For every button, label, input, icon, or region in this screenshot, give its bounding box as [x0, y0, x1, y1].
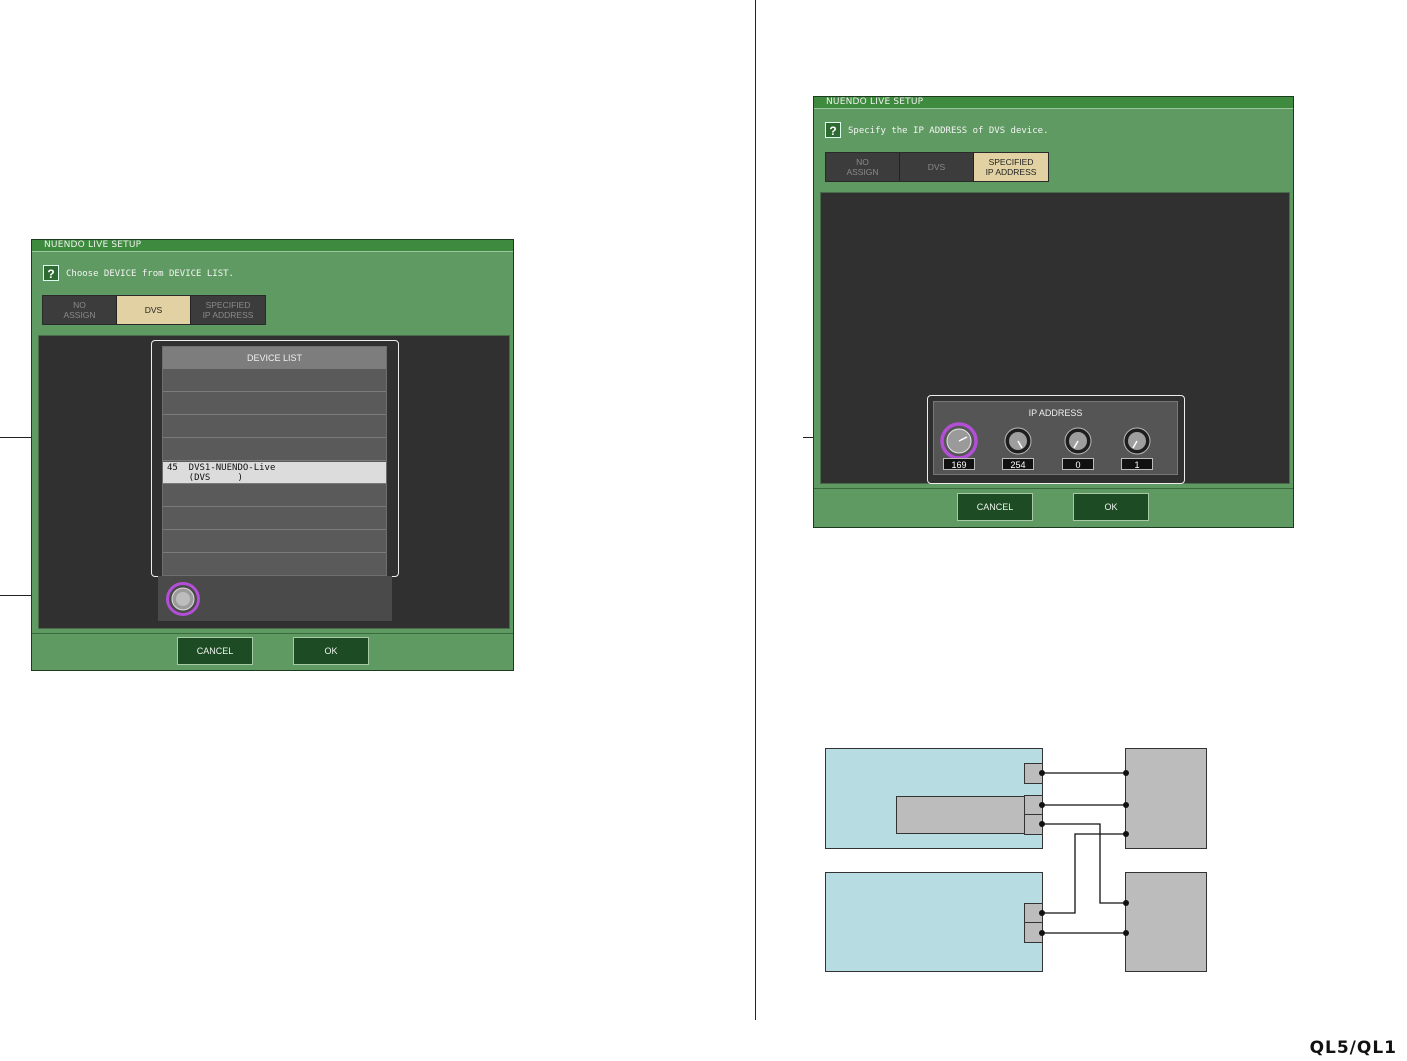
device-list-highlight-frame	[151, 340, 399, 577]
specified-ip-address-button[interactable]: SPECIFIED IP ADDRESS	[191, 296, 265, 324]
help-icon[interactable]: ?	[43, 265, 59, 281]
ip-octet-4-value: 1	[1121, 458, 1153, 470]
list-item[interactable]	[163, 416, 386, 438]
product-logo: QL5/QL1	[1309, 1038, 1397, 1058]
page-divider	[755, 0, 756, 1020]
list-item[interactable]	[163, 393, 386, 415]
device-block-bottom	[825, 872, 1043, 972]
list-item[interactable]	[163, 485, 386, 507]
prompt-text: Specify the IP ADDRESS of DVS device.	[848, 126, 1049, 136]
ok-button[interactable]: OK	[1073, 493, 1149, 521]
ok-button[interactable]: OK	[293, 637, 369, 665]
ip-address-box: IP ADDRESS 169 254	[933, 401, 1178, 475]
cable-3	[1042, 823, 1126, 904]
device-panel: DEVICE LIST 45 DVS1-NUENDO-Live (DVS )	[38, 335, 510, 629]
ip-address-label: IP ADDRESS	[1028, 408, 1083, 418]
ip-panel: IP ADDRESS 169 254	[820, 192, 1290, 484]
connection-diagram	[825, 748, 1207, 972]
cancel-button[interactable]: CANCEL	[177, 637, 253, 665]
switch-block-bottom	[1125, 872, 1207, 972]
window-footer: CANCEL OK	[32, 633, 513, 670]
window-title: NUENDO LIVE SETUP	[814, 97, 1293, 109]
list-item[interactable]	[163, 508, 386, 530]
list-item[interactable]	[163, 370, 386, 392]
no-assign-button[interactable]: NO ASSIGN	[826, 153, 900, 181]
ip-octet-2-knob-icon[interactable]	[1003, 426, 1033, 456]
no-assign-button[interactable]: NO ASSIGN	[43, 296, 117, 324]
nuendo-live-setup-window-ip: NUENDO LIVE SETUP ? Specify the IP ADDRE…	[813, 96, 1294, 528]
inner-module	[896, 796, 1025, 834]
ip-octet-4-knob-icon[interactable]	[1122, 426, 1152, 456]
ip-octet-3-value: 0	[1062, 458, 1094, 470]
scroll-knob-icon[interactable]	[166, 582, 200, 616]
list-item[interactable]	[163, 439, 386, 461]
device-list[interactable]: DEVICE LIST 45 DVS1-NUENDO-Live (DVS )	[162, 346, 387, 576]
prompt-text: Choose DEVICE from DEVICE LIST.	[66, 269, 234, 279]
device-list-header: DEVICE LIST	[163, 347, 386, 369]
list-item[interactable]	[163, 531, 386, 553]
ip-address-highlight-frame	[927, 395, 1185, 484]
mode-selector: NO ASSIGN DVS SPECIFIED IP ADDRESS	[42, 295, 266, 325]
ip-octet-2-value: 254	[1002, 458, 1034, 470]
ip-octet-1-value: 169	[943, 458, 975, 470]
help-icon[interactable]: ?	[825, 122, 841, 138]
switch-block-top	[1125, 748, 1207, 849]
cable-4	[1042, 833, 1126, 914]
ip-octet-3-knob-icon[interactable]	[1063, 426, 1093, 456]
cancel-button[interactable]: CANCEL	[957, 493, 1033, 521]
list-item-selected[interactable]: 45 DVS1-NUENDO-Live (DVS )	[163, 462, 386, 484]
specified-ip-address-button[interactable]: SPECIFIED IP ADDRESS	[974, 153, 1048, 181]
knob-area	[158, 576, 392, 621]
nuendo-live-setup-window-device: NUENDO LIVE SETUP ? Choose DEVICE from D…	[31, 239, 514, 671]
dvs-button[interactable]: DVS	[117, 296, 191, 324]
window-title: NUENDO LIVE SETUP	[32, 240, 513, 252]
window-footer: CANCEL OK	[814, 488, 1293, 527]
dvs-button[interactable]: DVS	[900, 153, 974, 181]
mode-selector: NO ASSIGN DVS SPECIFIED IP ADDRESS	[825, 152, 1049, 182]
